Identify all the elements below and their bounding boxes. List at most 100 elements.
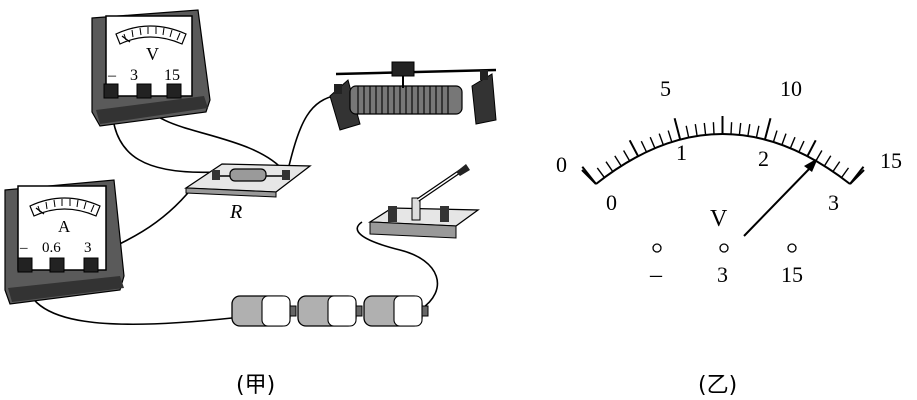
scale-tick <box>673 118 682 140</box>
inner-label-3: 3 <box>828 190 839 215</box>
scale-tick <box>622 150 631 162</box>
resistor-board: R <box>183 163 312 223</box>
ammeter-base <box>8 276 124 302</box>
voltmeter-terminal-neg[interactable] <box>103 83 119 99</box>
inner-label-1: 1 <box>676 140 687 165</box>
rheostat-terminal-a[interactable] <box>334 84 342 94</box>
terminal-label-3: 3 <box>717 262 728 287</box>
voltmeter-terminal-3[interactable] <box>136 83 152 99</box>
rheostat-terminal-b[interactable] <box>480 70 488 80</box>
switch-terminal-left[interactable] <box>388 206 397 222</box>
rheostat <box>329 61 497 131</box>
batteries <box>231 295 429 327</box>
terminal-label-neg: – <box>649 262 663 288</box>
resistor-element <box>229 168 267 182</box>
rheostat-slider[interactable] <box>391 61 415 77</box>
resistor-terminal-left[interactable] <box>212 170 220 180</box>
terminal-neg[interactable] <box>652 243 662 253</box>
scale-tick <box>605 161 614 172</box>
needle-line <box>743 165 813 237</box>
battery-cell-3 <box>363 295 429 327</box>
scale-tick <box>685 125 690 138</box>
scale-arc <box>595 133 851 185</box>
ammeter-terminal-3[interactable] <box>83 257 99 273</box>
scale-tick <box>789 136 796 149</box>
scale-tick <box>694 123 698 137</box>
scale-tick <box>738 122 742 135</box>
scale-tick <box>703 122 707 135</box>
caption-right: (乙) <box>698 373 737 398</box>
voltmeter-terminal-label-neg: – <box>107 67 117 84</box>
board-edge <box>185 187 277 198</box>
scale-tick <box>730 122 733 135</box>
scale-tick <box>649 136 656 149</box>
scale-tick <box>832 161 841 172</box>
voltmeter-terminal-label-15: 15 <box>164 67 180 84</box>
switch-post <box>411 197 421 221</box>
scale-end-right <box>849 169 865 185</box>
scale-tick <box>628 139 639 157</box>
ammeter-symbol: A <box>58 217 71 236</box>
voltmeter-base <box>96 96 208 124</box>
scale-tick <box>823 155 832 167</box>
resistor-label: R <box>229 201 242 223</box>
ammeter-dial <box>29 197 101 217</box>
scale-tick <box>781 133 787 146</box>
meter-scale: 0 5 10 15 0 1 2 3 <box>556 76 902 215</box>
ammeter-terminal-label-neg: – <box>19 240 28 256</box>
scale-tick <box>747 123 751 137</box>
outer-label-10: 10 <box>780 76 802 101</box>
wire-resistor-rheostat <box>287 94 339 171</box>
terminal-3[interactable] <box>719 243 729 253</box>
meter-terminals: – 3 15 <box>649 243 803 288</box>
voltmeter-dial <box>115 25 187 45</box>
needle-arrow <box>804 158 818 172</box>
scale-tick <box>763 118 772 140</box>
ammeter-ticks <box>37 199 95 213</box>
scale-tick <box>806 139 817 157</box>
ammeter-needle <box>35 207 45 215</box>
ammeter: A – 0.6 3 <box>4 179 125 305</box>
voltmeter-terminal-15[interactable] <box>166 83 182 99</box>
scale-tick <box>772 130 778 143</box>
battery-cell-2 <box>297 295 363 327</box>
outer-label-15: 15 <box>880 148 902 173</box>
ammeter-terminal-label-06: 0.6 <box>42 240 61 256</box>
resistor-terminal-right[interactable] <box>282 170 290 180</box>
scale-tick <box>614 155 622 167</box>
ammeter-terminal-06[interactable] <box>49 257 65 273</box>
ammeter-terminal-label-3: 3 <box>84 240 92 256</box>
inner-label-2: 2 <box>758 146 769 171</box>
scale-tick <box>596 167 605 179</box>
voltmeter-needle <box>121 35 131 43</box>
ammeter-terminal-neg[interactable] <box>17 257 33 273</box>
inner-label-0: 0 <box>606 190 617 215</box>
switch <box>367 164 480 239</box>
outer-label-0: 0 <box>556 152 567 177</box>
scale-tick <box>840 167 850 179</box>
meter-needle <box>743 158 818 237</box>
caption-left: (甲) <box>236 373 275 398</box>
wire-battery-switch <box>356 221 439 311</box>
scale-tick <box>667 130 673 143</box>
rheostat-stand-right <box>471 73 497 125</box>
terminal-15[interactable] <box>787 243 797 253</box>
scale-tick <box>658 133 664 146</box>
switch-terminal-right[interactable] <box>440 206 449 222</box>
voltmeter-terminal-label-3: 3 <box>130 67 138 84</box>
meter-symbol: V <box>710 206 728 232</box>
outer-label-5: 5 <box>660 76 671 101</box>
voltmeter: V – 3 15 <box>91 9 211 127</box>
switch-handle[interactable] <box>456 164 470 176</box>
terminal-label-15: 15 <box>781 262 803 287</box>
scale-tick <box>755 125 760 138</box>
scale-ticks <box>581 116 865 185</box>
scale-tick <box>712 122 715 135</box>
scale-tick <box>640 140 648 153</box>
rheostat-windings <box>357 86 449 114</box>
scale-tick <box>798 140 805 153</box>
scale-end-left <box>581 169 597 185</box>
battery-cell-1 <box>231 295 297 327</box>
rheostat-bar <box>335 68 497 76</box>
